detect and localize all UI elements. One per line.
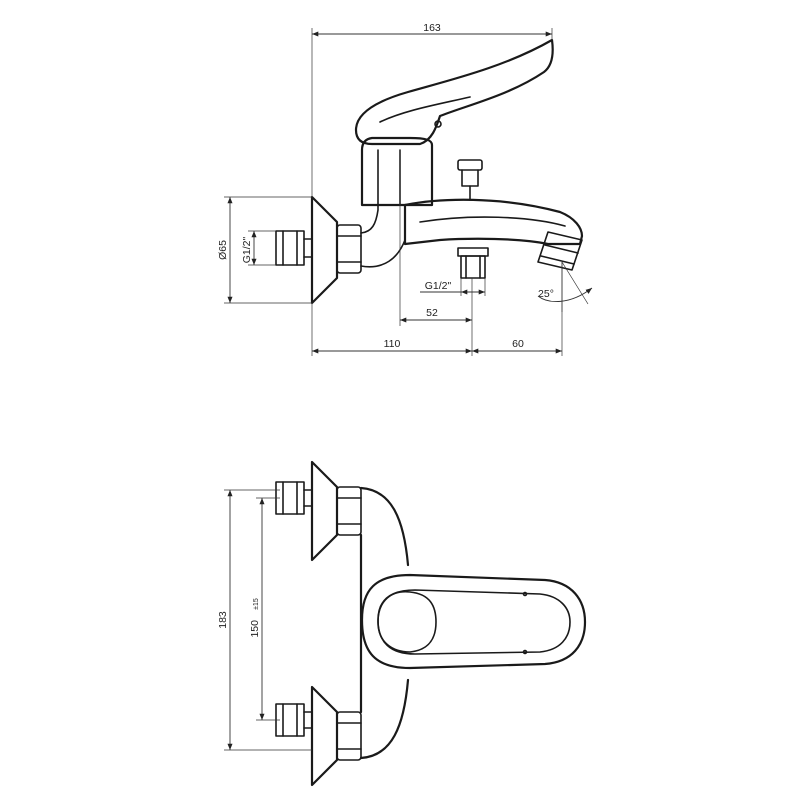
dim-outlet-offset: 52 [399,150,473,356]
front-spout [360,573,587,670]
dim-inlet-spacing: 150 ±15 [249,497,280,721]
top-union-nut [336,486,362,536]
dim-label-body-depth: 110 [384,338,401,350]
front-body [359,486,410,760]
inlet-connector [275,230,313,266]
union-nut [336,224,362,274]
dim-spout-angle: 25° [537,261,593,312]
dim-label-spout-reach: 60 [512,338,524,350]
dim-outlet-thread: G1/2" [420,278,486,296]
lever-handle [354,38,554,146]
dim-rosette-diameter: Ø65 [217,196,312,304]
shower-outlet [457,247,489,279]
dim-body-depth: 110 [311,303,472,356]
dim-label-outlet-offset: 52 [426,307,438,319]
dim-label-inlet-tolerance: ±15 [253,598,260,610]
dim-label-rosette: Ø65 [217,240,229,260]
dim-label-spout-angle: 25° [538,288,554,300]
dim-label-outlet-thread: G1/2" [425,280,452,292]
mixer-body [360,136,434,207]
front-view: 183 150 ±15 [217,460,587,787]
wall-rosette [310,195,339,305]
dim-overall-height: 183 [217,489,312,751]
dim-overall-width: 163 [311,22,553,197]
bottom-rosette [310,685,339,787]
dim-label-inlet-thread: G1/2" [241,236,253,263]
diverter-knob [457,159,483,201]
bottom-inlet-connector [275,703,313,737]
dim-label-inlet-spacing: 150 [249,620,261,638]
spout [403,198,584,246]
bottom-union-nut [336,711,362,761]
top-inlet-connector [275,481,313,515]
side-view: 163 Ø65 G1/2" G1/2" 5 [217,22,593,356]
spout-aerator [537,231,583,271]
dim-label-overall-height: 183 [217,611,229,629]
dim-inlet-thread: G1/2" [241,230,276,266]
top-rosette [310,460,339,562]
dim-label-overall-width: 163 [423,22,441,34]
front-handle [377,591,437,653]
body-connector [360,149,406,268]
